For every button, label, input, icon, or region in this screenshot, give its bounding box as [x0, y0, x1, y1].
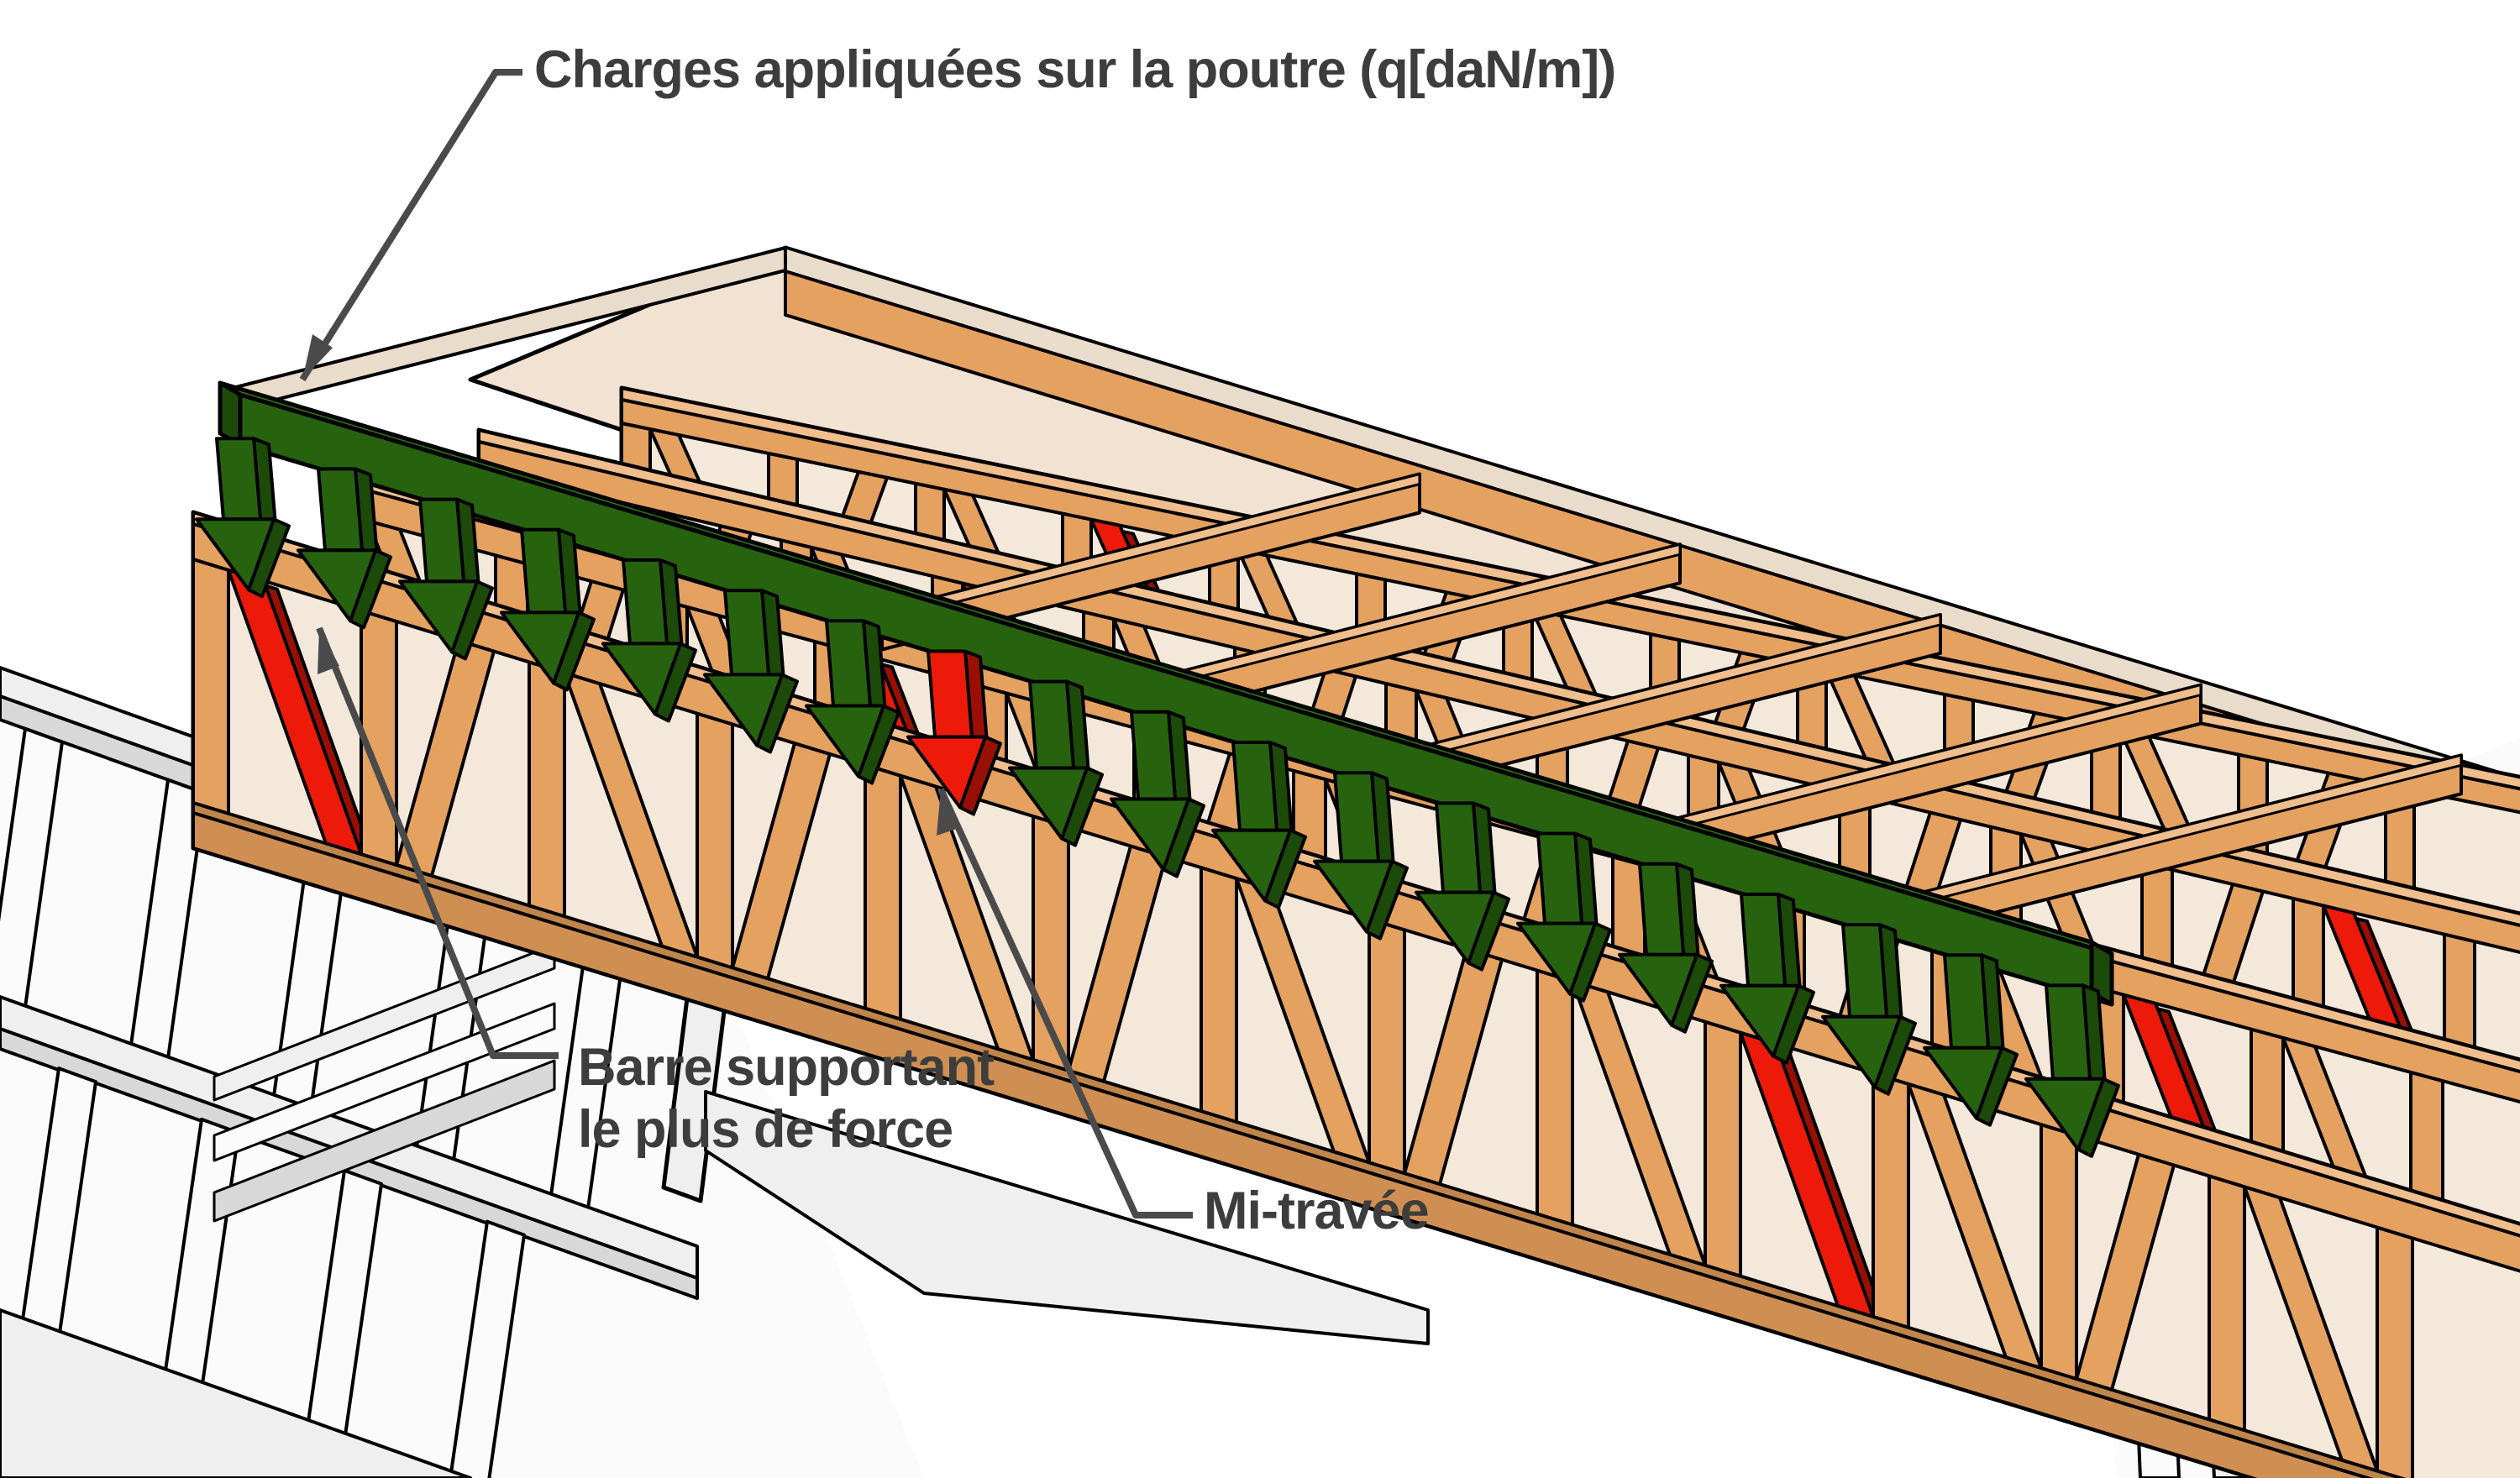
load-arrows — [195, 437, 2120, 1158]
load-arrow — [805, 619, 900, 785]
leader-arrow-icon — [937, 789, 959, 836]
midspan-load-arrow — [906, 649, 1002, 816]
load-arrow — [1719, 892, 1815, 1065]
leader-line-max-force — [316, 626, 559, 1059]
load-arrow — [1211, 741, 1307, 909]
midspan-label: Mi-travée — [1204, 1182, 1429, 1240]
max-force-label-line2: le plus de force — [578, 1100, 953, 1159]
load-arrow — [1923, 953, 2019, 1127]
load-arrow — [2024, 983, 2120, 1158]
load-arrow — [1618, 862, 1714, 1034]
structure-scene — [0, 245, 2520, 1478]
load-arrow — [1008, 679, 1104, 847]
load-arrow — [1821, 923, 1917, 1096]
max-force-label-line1: Barre supportant — [578, 1038, 995, 1097]
load-beam — [218, 380, 2114, 1007]
load-arrow — [195, 437, 291, 599]
strongback-beams — [880, 472, 2463, 933]
annotations: Charges appliquées sur la poutre (q[daN/… — [299, 40, 1616, 1240]
leader-arrow-icon — [318, 628, 339, 674]
load-arrow — [601, 558, 697, 723]
load-arrow — [703, 589, 799, 754]
leader-line-load — [299, 69, 522, 382]
leader-line-midspan — [937, 788, 1193, 1219]
load-arrow — [1110, 710, 1205, 878]
load-label: Charges appliquées sur la poutre (q[daN/… — [534, 40, 1615, 99]
load-arrow — [1313, 771, 1409, 941]
load-arrow — [500, 527, 596, 692]
load-arrow — [398, 497, 494, 661]
load-arrow — [297, 467, 392, 630]
load-arrow — [1415, 801, 1510, 972]
leader-arrow-icon — [302, 334, 333, 380]
load-arrow — [1516, 831, 1612, 1003]
